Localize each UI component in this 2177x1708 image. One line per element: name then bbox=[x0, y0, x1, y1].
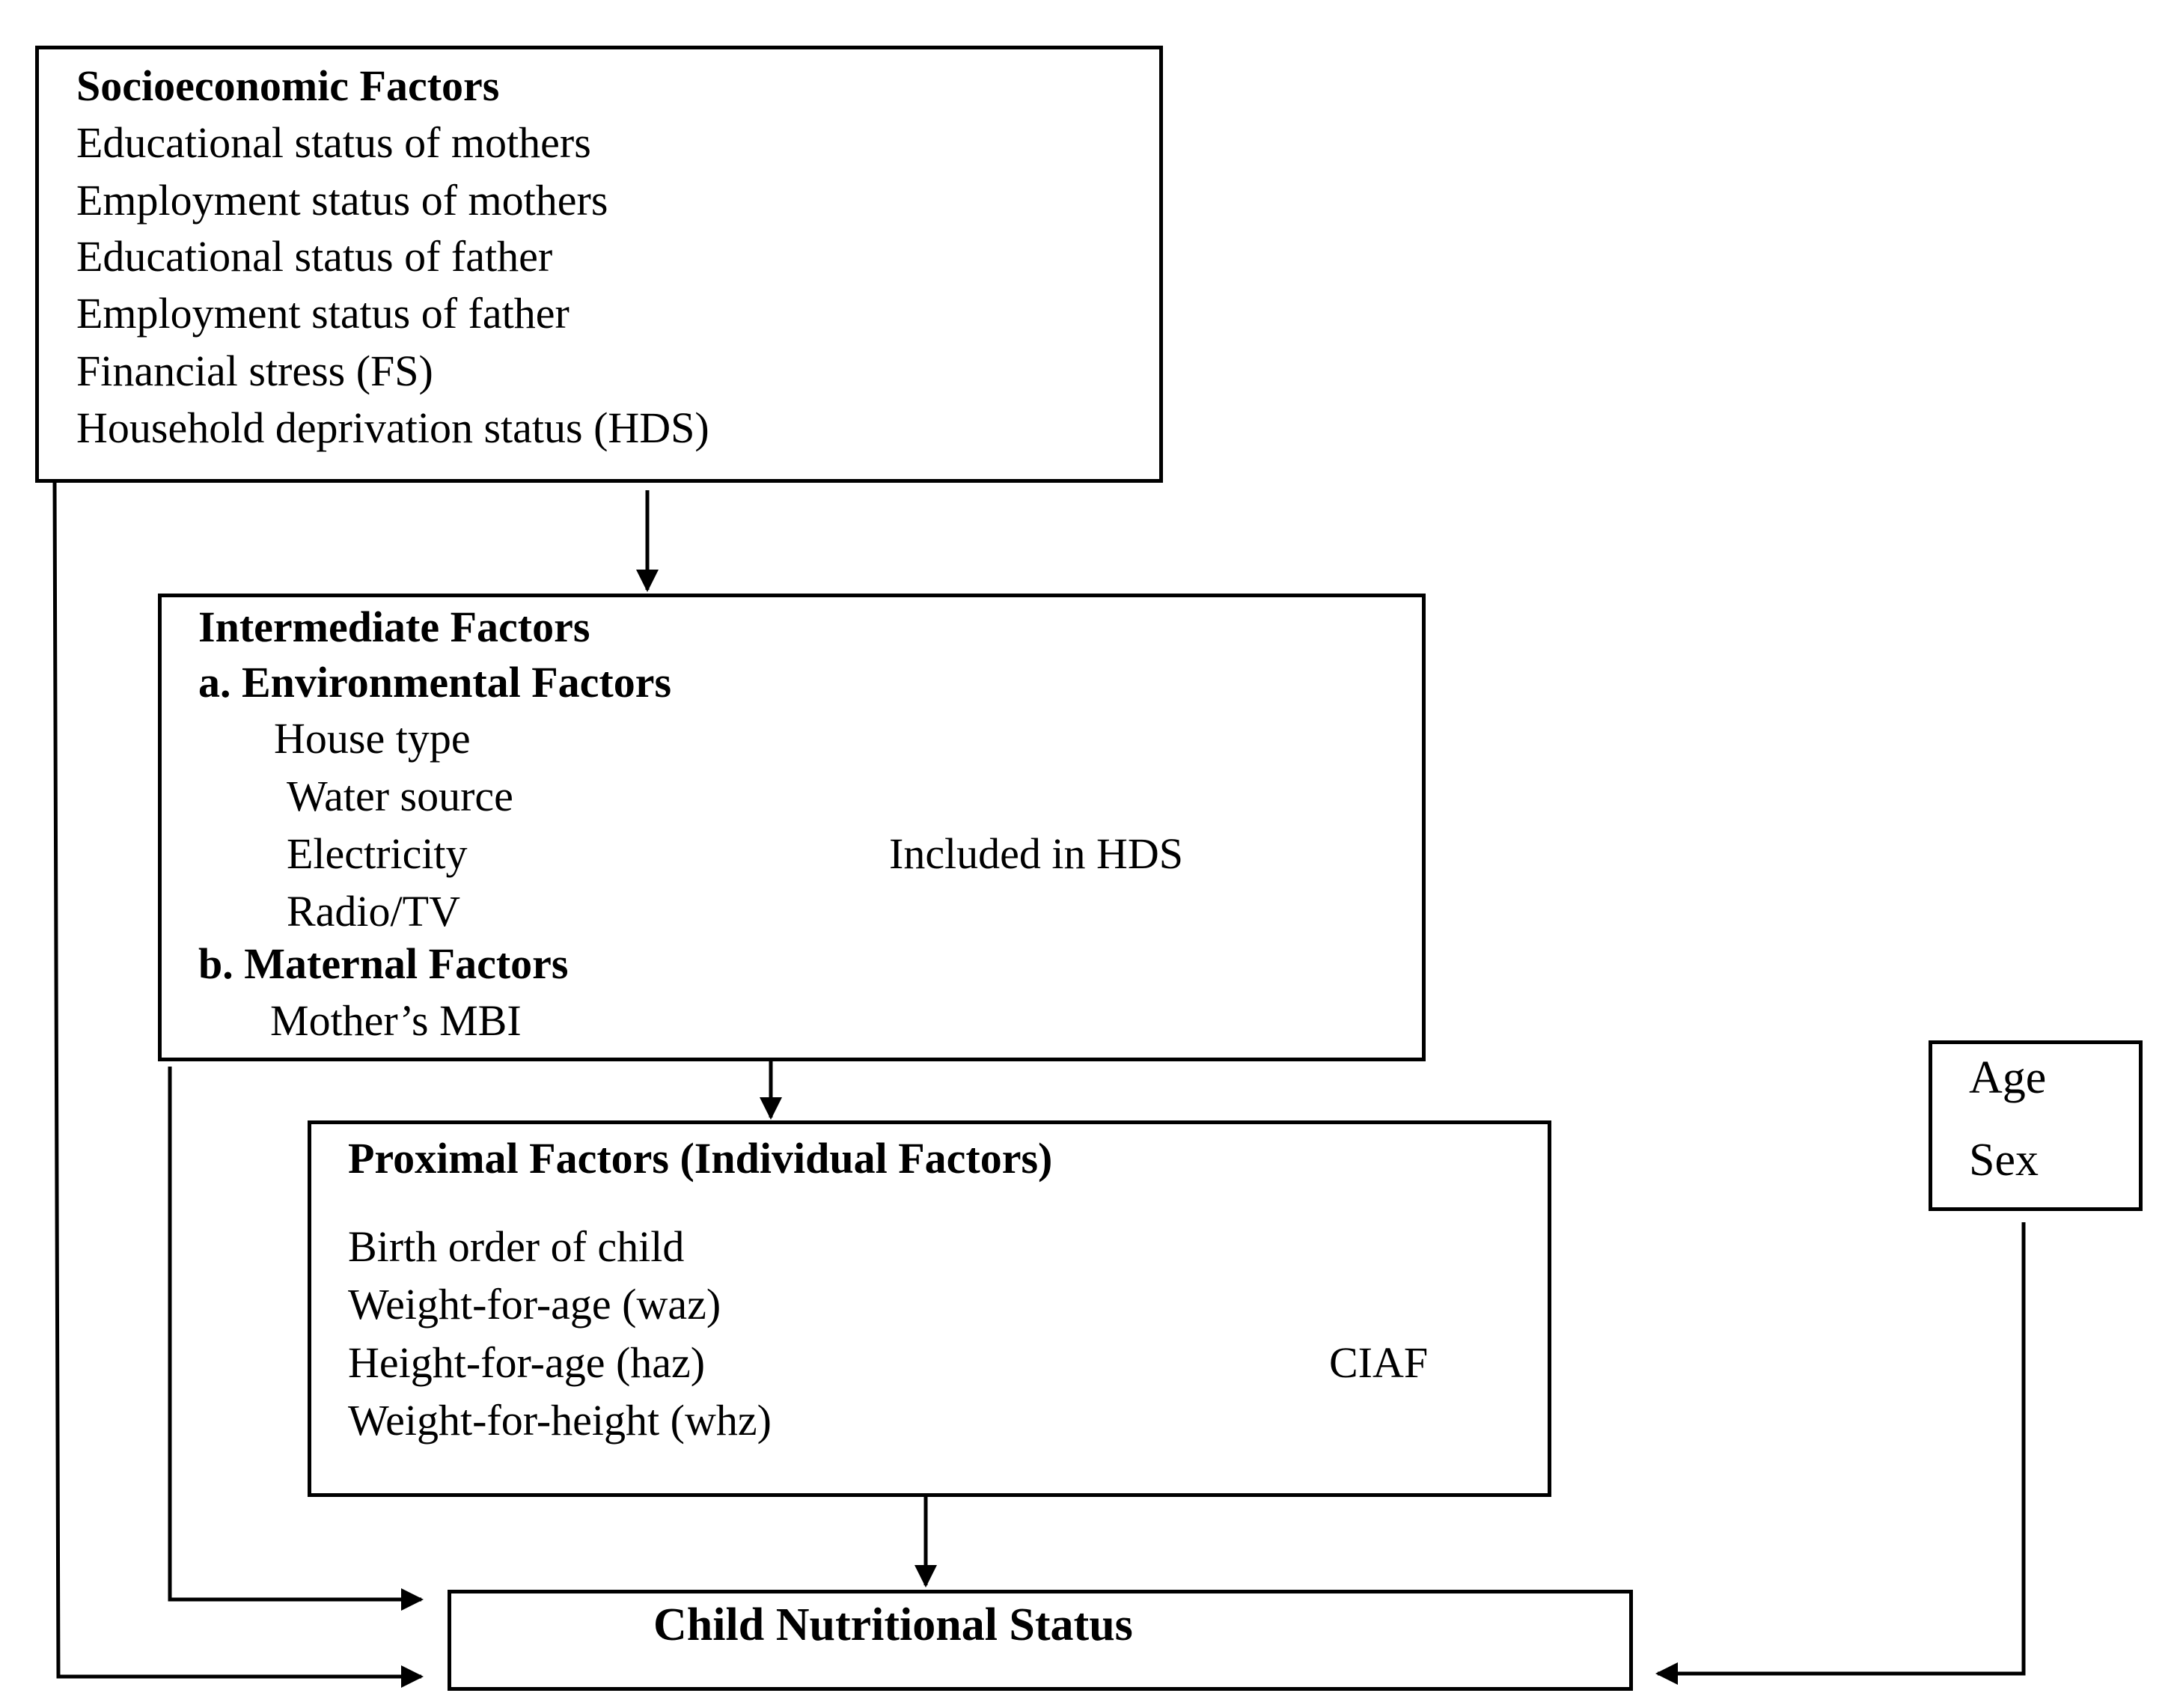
proximal-item: Weight-for-age (waz) bbox=[348, 1280, 721, 1329]
environmental-item: Radio/TV bbox=[287, 887, 460, 936]
environmental-factors-title: a. Environmental Factors bbox=[198, 658, 672, 707]
age-label: Age bbox=[1969, 1052, 2047, 1103]
maternal-item: Mother’s MBI bbox=[270, 996, 522, 1045]
environmental-item: Water source bbox=[287, 772, 513, 820]
socioeconomic-item: Educational status of mothers bbox=[76, 118, 591, 167]
socioeconomic-item: Employment status of mothers bbox=[76, 176, 608, 225]
socioeconomic-factors-box: Socioeconomic Factors Educational status… bbox=[35, 46, 1163, 483]
socioeconomic-item: Household deprivation status (HDS) bbox=[76, 403, 709, 452]
intermediate-title: Intermediate Factors bbox=[198, 603, 590, 651]
sex-label: Sex bbox=[1969, 1135, 2039, 1186]
socioeconomic-title: Socioeconomic Factors bbox=[76, 61, 500, 110]
included-in-hds-label: Included in HDS bbox=[889, 829, 1184, 878]
arrow-demographic-to-outcome bbox=[1655, 1222, 2026, 1685]
proximal-item: Birth order of child bbox=[348, 1222, 685, 1271]
child-nutritional-status-box: Child Nutritional Status bbox=[448, 1590, 1633, 1691]
environmental-item: House type bbox=[274, 714, 471, 763]
arrow-intermediate-direct-to-outcome bbox=[168, 1067, 424, 1611]
ciaf-label: CIAF bbox=[1329, 1338, 1429, 1387]
socioeconomic-item: Educational status of father bbox=[76, 232, 553, 281]
socioeconomic-item: Financial stress (FS) bbox=[76, 347, 433, 395]
outcome-title: Child Nutritional Status bbox=[653, 1599, 1133, 1650]
environmental-item: Electricity bbox=[287, 829, 468, 878]
intermediate-factors-box: Intermediate Factors a. Environmental Fa… bbox=[158, 594, 1426, 1061]
proximal-title: Proximal Factors (Individual Factors) bbox=[348, 1134, 1053, 1183]
socioeconomic-item: Employment status of father bbox=[76, 289, 570, 338]
demographic-factors-box: Age Sex bbox=[1929, 1040, 2143, 1211]
proximal-item: Weight-for-height (whz) bbox=[348, 1396, 772, 1445]
proximal-item: Height-for-age (haz) bbox=[348, 1338, 706, 1387]
arrow-socio-direct-to-outcome bbox=[52, 480, 424, 1688]
maternal-factors-title: b. Maternal Factors bbox=[198, 939, 569, 988]
proximal-factors-box: Proximal Factors (Individual Factors) Bi… bbox=[308, 1120, 1551, 1497]
